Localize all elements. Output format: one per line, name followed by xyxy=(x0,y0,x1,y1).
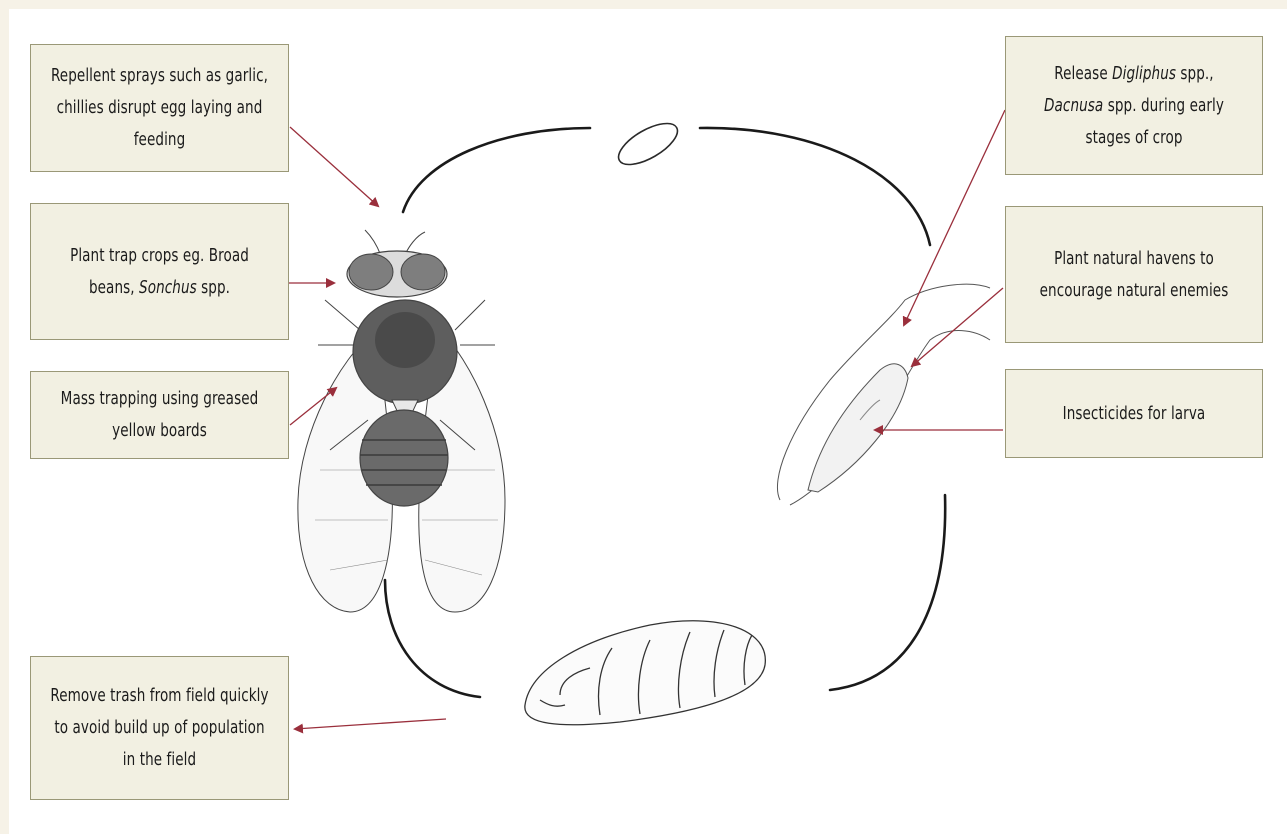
label-havens: Plant natural havens to encourage natura… xyxy=(1024,243,1244,307)
label-trap-crops-suffix: spp. xyxy=(197,278,230,298)
box-mass-trapping: Mass trapping using greased yellow board… xyxy=(30,371,289,459)
box-release-parasitoids: Release Digliphus spp., Dacnusa spp. dur… xyxy=(1005,36,1263,175)
larva-drawing xyxy=(777,284,990,505)
label-insecticides: Insecticides for larva xyxy=(1063,398,1206,430)
arrow-remove-trash xyxy=(295,719,446,729)
box-remove-trash: Remove trash from field quickly to avoid… xyxy=(30,656,289,800)
label-release-suffix: spp. during early stages of crop xyxy=(1085,96,1224,148)
label-release-text: Release xyxy=(1054,64,1112,84)
box-insecticides: Insecticides for larva xyxy=(1005,369,1263,458)
label-mass-trapping: Mass trapping using greased yellow board… xyxy=(49,383,270,447)
label-release: Release Digliphus spp., Dacnusa spp. dur… xyxy=(1024,58,1244,154)
pupa-drawing xyxy=(525,621,766,725)
label-repellent: Repellent sprays such as garlic, chillie… xyxy=(49,60,270,156)
arc-egg-to-larva xyxy=(700,128,930,245)
label-release-italic-1: Digliphus xyxy=(1112,64,1176,84)
label-trap-crops: Plant trap crops eg. Broad beans, Sonchu… xyxy=(49,240,270,304)
box-repellent-sprays: Repellent sprays such as garlic, chillie… xyxy=(30,44,289,172)
arc-larva-to-pupa xyxy=(830,495,945,690)
egg-drawing xyxy=(612,115,683,172)
box-trap-crops: Plant trap crops eg. Broad beans, Sonchu… xyxy=(30,203,289,340)
arrow-havens xyxy=(912,288,1003,366)
label-release-mid: spp., xyxy=(1176,64,1214,84)
adult-fly-drawing xyxy=(298,230,505,612)
label-release-italic-2: Dacnusa xyxy=(1044,96,1103,116)
arc-adult-to-egg xyxy=(403,128,590,212)
label-trap-crops-italic: Sonchus xyxy=(139,278,197,298)
arrow-repellent xyxy=(290,127,378,206)
label-remove-trash: Remove trash from field quickly to avoid… xyxy=(49,680,270,776)
box-natural-havens: Plant natural havens to encourage natura… xyxy=(1005,206,1263,343)
